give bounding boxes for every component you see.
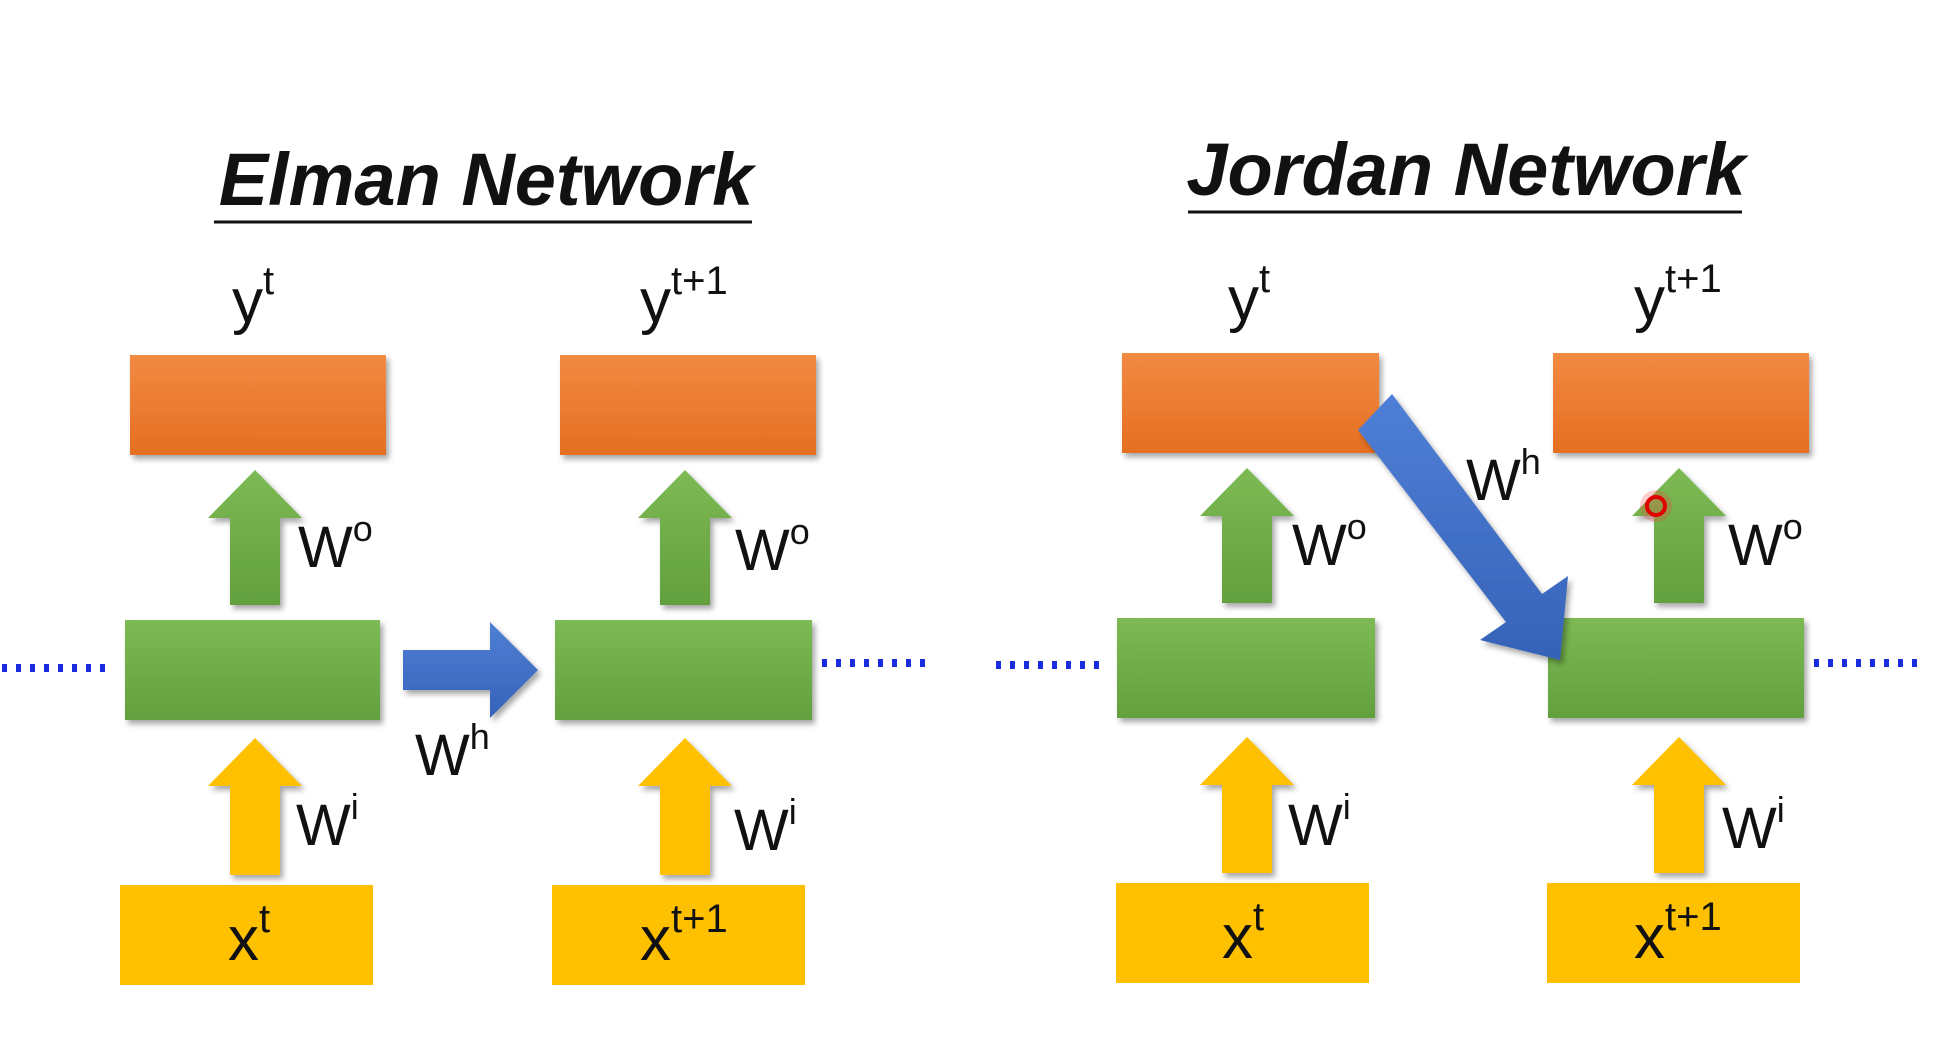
elman-output-arrow-t1 xyxy=(638,470,732,605)
jordan-recurrent-arrow xyxy=(1358,394,1568,660)
jordan-network: Jordan Network yt yt+1 Wo Wo Wh Wi Wi xt… xyxy=(996,128,1922,983)
jordan-input-label-t: xt xyxy=(1222,895,1264,972)
elman-network: Elman Network yt yt+1 Wo Wo Wh Wi Wi xt … xyxy=(2,138,930,985)
elman-output-box-t1 xyxy=(560,355,816,455)
cursor-pointer-icon xyxy=(1640,490,1672,522)
jordan-hidden-box-t xyxy=(1117,618,1375,718)
jordan-wo-label-t: Wo xyxy=(1292,506,1367,578)
elman-recurrent-arrow xyxy=(403,622,538,718)
jordan-output-box-t1 xyxy=(1553,353,1809,453)
jordan-output-arrow-t1 xyxy=(1632,468,1726,603)
elman-input-box-t1 xyxy=(552,885,805,985)
elman-wh-label: Wh xyxy=(415,716,490,788)
elman-output-box-t xyxy=(130,355,386,455)
jordan-output-box-t xyxy=(1122,353,1379,453)
jordan-input-box-t1 xyxy=(1547,883,1800,983)
jordan-input-box-t xyxy=(1116,883,1369,983)
jordan-input-arrow-t1 xyxy=(1632,737,1726,873)
elman-input-box-t xyxy=(120,885,373,985)
jordan-output-arrow-t xyxy=(1200,468,1294,603)
jordan-wi-label-t1: Wi xyxy=(1722,789,1785,861)
elman-input-arrow-t1 xyxy=(638,738,732,875)
jordan-wo-label-t1: Wo xyxy=(1728,506,1803,578)
jordan-hidden-box-t1 xyxy=(1548,618,1804,718)
elman-hidden-box-t xyxy=(125,620,380,720)
jordan-wi-label-t: Wi xyxy=(1288,786,1351,858)
elman-wi-label-t1: Wi xyxy=(734,791,797,863)
jordan-title: Jordan Network xyxy=(1186,128,1749,211)
elman-wo-label-t: Wo xyxy=(298,508,373,580)
jordan-wh-label: Wh xyxy=(1466,441,1541,513)
elman-input-arrow-t xyxy=(208,738,302,875)
jordan-output-label-t: yt xyxy=(1228,257,1270,334)
jordan-input-arrow-t xyxy=(1200,737,1294,873)
elman-hidden-box-t1 xyxy=(555,620,812,720)
elman-input-label-t1: xt+1 xyxy=(640,897,728,974)
jordan-output-label-t1: yt+1 xyxy=(1634,257,1722,334)
elman-output-arrow-t xyxy=(208,470,302,605)
elman-output-label-t: yt xyxy=(232,259,274,336)
elman-wo-label-t1: Wo xyxy=(735,511,810,583)
elman-output-label-t1: yt+1 xyxy=(640,259,728,336)
jordan-input-label-t1: xt+1 xyxy=(1634,895,1722,972)
elman-title: Elman Network xyxy=(219,138,757,221)
elman-input-label-t: xt xyxy=(228,897,270,974)
elman-wi-label-t: Wi xyxy=(296,786,359,858)
